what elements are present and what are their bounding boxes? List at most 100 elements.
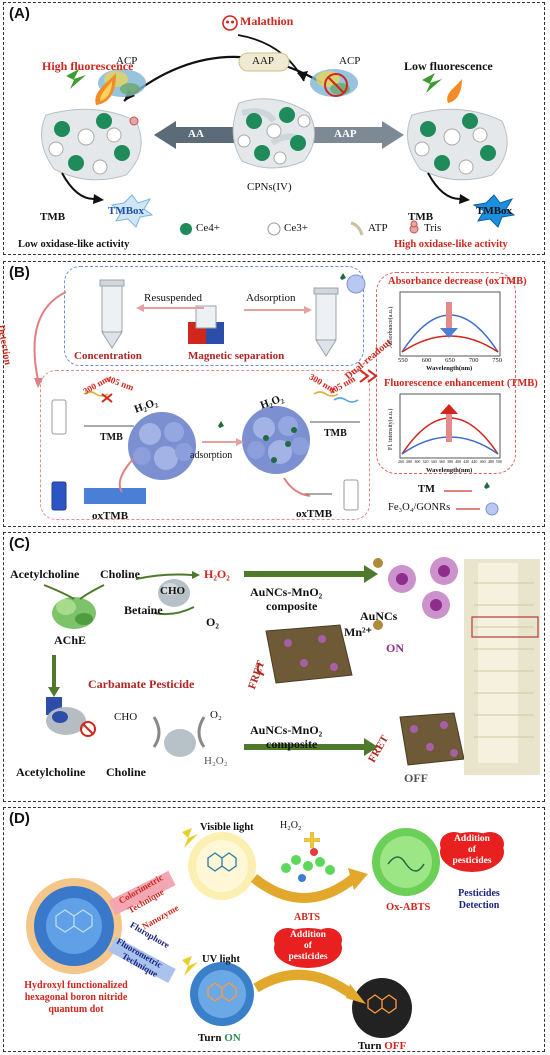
on-label: ON [386,641,404,655]
betaine-label: Betaine [124,603,163,617]
tmbox-star-left [110,194,154,228]
acetylcholine-bottom-label: Acetylcholine [16,765,86,779]
addition-top-text: Addition of pesticides [444,834,500,867]
acetylcholine-top-label: Acetylcholine [10,567,80,581]
fl-tick: 360 [438,459,445,464]
aap-right-label: AAP [334,128,357,140]
cpn-cluster-right [407,108,508,204]
legend-atp: ATP [368,222,388,234]
inhibited-ache [46,707,96,737]
off-sphere [352,978,412,1038]
addition-top-line: Addition [454,834,490,844]
mno2-sheet-top [265,624,353,684]
oxtmb-right-label: oxTMB [296,508,333,520]
absorbance-chart [399,291,501,357]
oxtmb-left-label: oxTMB [92,510,129,522]
acp-enzyme-right [310,69,358,97]
abs-tick: 750 [492,357,502,364]
panel-a-tag: (A) [9,5,30,22]
fl-tick: 460 [479,459,486,464]
pesticides-detection-text: Pesticides Detection [444,888,514,912]
panel-b: (B) [0,261,545,527]
fl-tick: 340 [430,459,437,464]
high-activity-label: High oxidase-like activity [394,239,508,250]
panel-d: (D) [3,807,545,1052]
abs-tick: 700 [468,357,479,364]
aa-label: AA [188,128,204,140]
aunc-spheres [373,557,458,630]
golden-arrow-top [250,874,358,903]
high-fluorescence-label: High fluorescence [42,59,134,73]
hbn-label: Hydroxyl functionalized hexagonal boron … [12,980,140,1016]
hbn-label-line: quantum dot [48,1004,104,1015]
turn-off-prefix: Turn [358,1040,382,1052]
uv-light-label: UV light [202,954,241,965]
readout-box [376,272,516,474]
panel-b-graphics [33,273,501,516]
cho-enzyme-bottom [164,729,196,757]
o2-bottom-label: O₂ [210,709,222,721]
pesticides-detection-line: Pesticides [458,888,500,899]
panel-a-graphics [41,15,516,236]
ox-abts-label: Ox-ABTS [386,902,431,913]
composite-top-1: AuNCs-MnO₂ [250,585,323,599]
tmb-right-label-b: TMB [324,428,347,439]
addition-bottom-line: Addition [290,930,326,940]
skull-icon [222,15,238,31]
cpns-label: CPNs(IV) [247,181,292,193]
tmbox-left-label: TMBox [108,205,145,217]
cpn-cluster-center [232,98,315,169]
magnet-icon [188,305,224,344]
legend-ce3: Ce3+ [284,222,308,234]
fl-tick: 320 [422,459,429,464]
fl-tick: 300 [414,459,421,464]
tmbox-right-label: TMBox [476,205,513,217]
fl-tick: 380 [446,459,453,464]
choline-bottom-label: Choline [106,765,147,779]
addition-bottom-text: Addition of pesticides [278,930,338,963]
addition-top-line: of [468,845,476,855]
tube-photo [464,559,540,775]
visible-qd [188,832,256,900]
abs-tick: 550 [398,357,408,364]
abs-xlabel: Wavelength(nm) [426,365,473,372]
addition-cloud-bottom [274,928,342,968]
panel-c: (C) [3,532,545,802]
malathion-label: Malathion [240,14,294,28]
o2-top-label: O₂ [206,615,219,629]
fl-ylabel: Fl. intensity(a.u.) [388,408,394,450]
hbn-label-line: Hydroxyl functionalized [24,980,128,991]
carbamate-label: Carbamate Pesticide [88,677,195,691]
cpn-cluster-left [41,108,142,204]
legend-fe-label: Fe₃O₄/GONRs [388,502,451,513]
adsorption-top-label: Adsorption [246,292,296,304]
addition-bottom-line: pesticides [288,952,328,962]
turn-on-word: ON [224,1032,241,1044]
cho-top-label: CHO [160,585,186,597]
composite-top-2: composite [266,599,318,613]
ox-abts-sphere [372,828,440,896]
acp-right-label: ACP [339,55,361,67]
tube-adsorption [313,287,339,357]
fl-tick: 440 [471,459,478,464]
panel-b-tag: (B) [9,264,30,281]
panel-c-tag: (C) [9,535,30,552]
fl-ticks: 260 280 300 320 340 360 380 400 420 440 … [398,459,502,464]
hbn-quantum-dot [26,878,122,974]
legend-tris: Tris [424,222,442,234]
panel-a: (A) [3,2,545,255]
turn-off-label: Turn OFF [358,1040,406,1052]
ache-enzyme [52,597,96,629]
choline-top-label: Choline [100,567,141,581]
legend-ce4: Ce4+ [196,222,220,234]
tmb-left-label: TMB [40,211,66,223]
abs-ylabel: Absorbance(a.u.) [388,306,394,348]
concentration-label: Concentration [74,350,142,362]
fluorescence-chart [399,393,501,459]
legend-tm-label: TM [418,484,435,495]
abs-tick: 600 [421,357,432,364]
aap-top-label: AAP [252,55,275,67]
uv-qd [190,962,254,1026]
turn-off-word: OFF [384,1040,407,1052]
abs-tick: 650 [445,357,455,364]
